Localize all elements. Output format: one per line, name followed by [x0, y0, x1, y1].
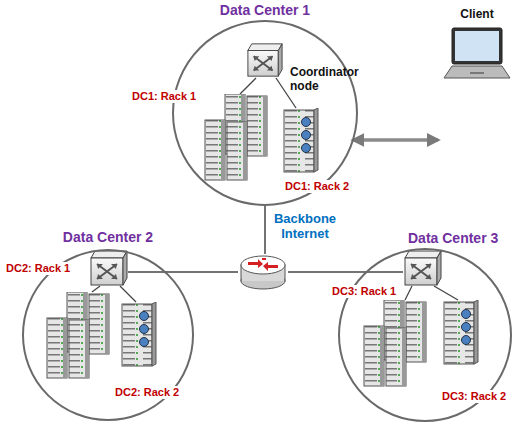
rack-group: DC1: Rack 1: [128, 88, 269, 182]
switch-icon: [248, 44, 282, 76]
request-arrow: [353, 138, 438, 142]
server-rack: [47, 292, 109, 378]
rack-group: DC3: Rack 2: [438, 300, 510, 405]
rack-label: DC2: Rack 1: [4, 262, 72, 275]
rack-group: DC2: Rack 2: [111, 302, 183, 401]
storage-rack: [444, 300, 478, 364]
network-link: [264, 206, 266, 254]
switch-links: [92, 78, 458, 302]
rack-label: DC2: Rack 2: [113, 386, 181, 399]
rack-group: Coordinator nodeDC1: Rack 2: [281, 108, 353, 195]
center-title: Data Center 1: [172, 2, 358, 18]
network-label: Backbone Internet: [268, 212, 342, 242]
router-icon: [241, 256, 285, 289]
storage-rack: [284, 108, 318, 172]
center-title: Data Center 2: [22, 229, 194, 245]
rack-group: DC3: Rack 1: [328, 283, 428, 388]
node-label: Coordinator node: [290, 66, 382, 94]
rack-label: DC1: Rack 1: [130, 90, 198, 103]
switch-icon: [91, 251, 127, 285]
data-center: Data Center 3DC3: Rack 1DC3: Rack 2: [338, 248, 512, 422]
network-link: [167, 271, 238, 273]
rack-label: DC3: Rack 2: [440, 390, 508, 403]
client-node: Client: [438, 6, 516, 150]
rack-label: DC3: Rack 1: [330, 285, 398, 298]
data-center: Data Center 2DC2: Rack 1DC2: Rack 2: [22, 249, 194, 421]
rack-label: DC1: Rack 2: [283, 180, 351, 193]
switch-icon: [405, 251, 441, 285]
center-title: Data Center 3: [408, 230, 498, 246]
network-link: [288, 271, 365, 273]
laptop-icon: [444, 28, 510, 78]
rack-group: DC2: Rack 1: [2, 260, 111, 380]
client-label: Client: [438, 8, 516, 22]
server-rack: [364, 300, 426, 386]
storage-rack: [122, 302, 156, 366]
router-node: Backbone Internet: [238, 254, 288, 294]
server-rack: [205, 94, 267, 180]
data-center: Data Center 1DC1: Rack 1Coordinator node…: [172, 20, 358, 206]
